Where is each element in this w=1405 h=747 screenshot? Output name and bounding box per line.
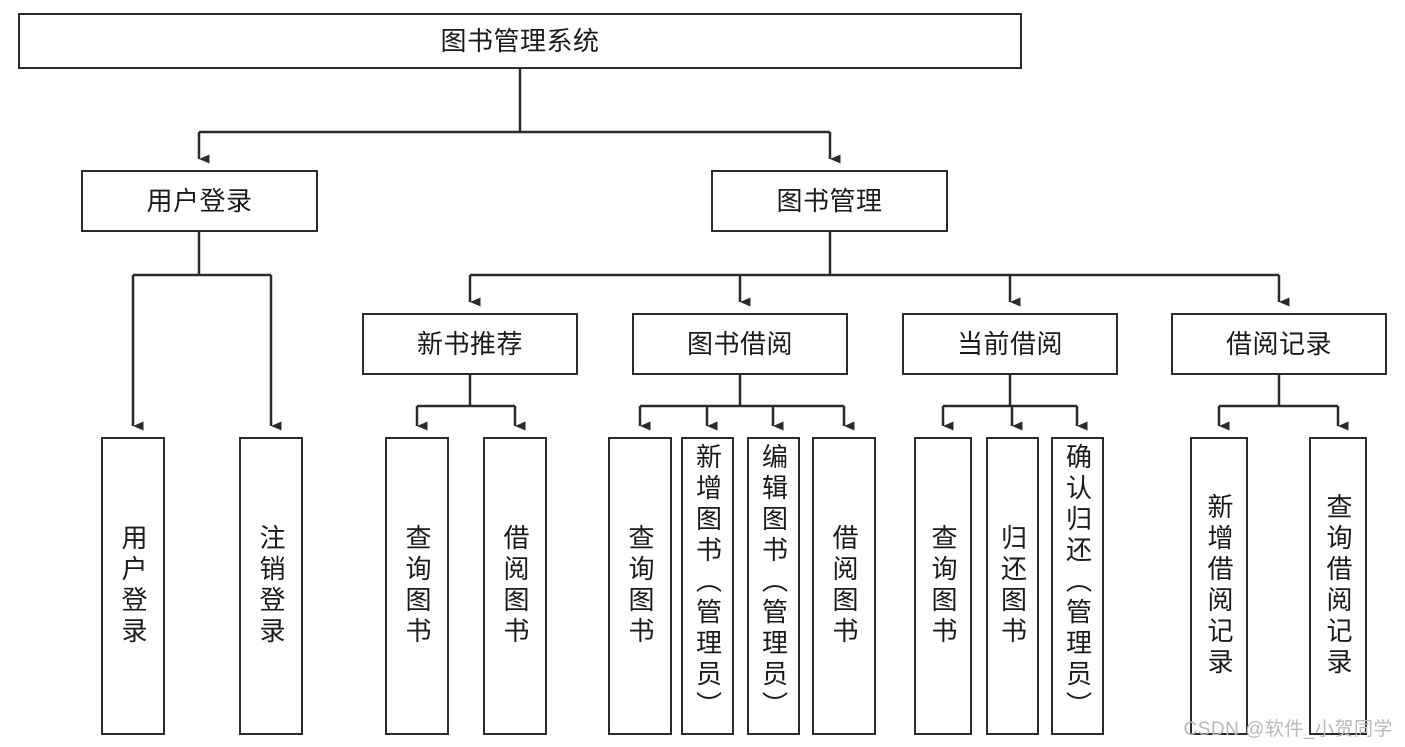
node-label-leaf-confirm-return-admin: 确认归还（管理员） [1062,443,1093,722]
node-book-borrow[interactable]: 图书借阅 [632,313,848,375]
node-user-login[interactable]: 用户登录 [81,170,318,232]
node-leaf-user-login[interactable]: 用户登录 [101,437,165,735]
node-leaf-query-book-borrow[interactable]: 查询图书 [608,437,672,735]
node-label-leaf-add-book-admin: 新增图书（管理员） [692,443,723,722]
node-label-leaf-logout: 注销登录 [256,524,286,648]
node-leaf-add-borrow-record[interactable]: 新增借阅记录 [1190,437,1248,735]
node-leaf-query-book-current[interactable]: 查询图书 [914,437,972,735]
node-leaf-borrow-book[interactable]: 借阅图书 [812,437,876,735]
node-label-leaf-query-borrow-record: 查询借阅记录 [1323,493,1353,679]
node-leaf-query-book-recommend[interactable]: 查询图书 [385,437,449,735]
node-label-book-management: 图书管理 [776,185,883,216]
node-label-root: 图书管理系统 [440,25,600,56]
node-current-borrow[interactable]: 当前借阅 [902,313,1118,375]
node-leaf-confirm-return-admin[interactable]: 确认归还（管理员） [1051,437,1104,735]
node-label-book-borrow: 图书借阅 [686,328,793,359]
node-label-leaf-borrow-book-recommend: 借阅图书 [500,524,530,648]
node-leaf-logout[interactable]: 注销登录 [239,437,303,735]
node-label-leaf-return-book: 归还图书 [997,524,1028,648]
node-label-new-book-recommend: 新书推荐 [416,328,523,359]
node-label-user-login: 用户登录 [146,185,253,216]
node-book-management[interactable]: 图书管理 [711,170,948,232]
node-label-leaf-query-book-recommend: 查询图书 [402,524,432,648]
node-leaf-query-borrow-record[interactable]: 查询借阅记录 [1309,437,1367,735]
node-leaf-edit-book-admin[interactable]: 编辑图书（管理员） [747,437,800,735]
node-leaf-return-book[interactable]: 归还图书 [986,437,1039,735]
node-label-leaf-add-borrow-record: 新增借阅记录 [1204,493,1234,679]
node-label-borrow-record: 借阅记录 [1225,328,1332,359]
node-label-leaf-edit-book-admin: 编辑图书（管理员） [758,443,789,722]
node-new-book-recommend[interactable]: 新书推荐 [362,313,578,375]
node-label-leaf-borrow-book: 借阅图书 [829,524,859,648]
node-label-leaf-user-login: 用户登录 [118,524,148,648]
node-label-leaf-query-book-borrow: 查询图书 [625,524,655,648]
node-root[interactable]: 图书管理系统 [18,13,1022,69]
node-leaf-add-book-admin[interactable]: 新增图书（管理员） [681,437,734,735]
node-leaf-borrow-book-recommend[interactable]: 借阅图书 [483,437,547,735]
node-label-current-borrow: 当前借阅 [956,328,1063,359]
node-borrow-record[interactable]: 借阅记录 [1171,313,1387,375]
node-label-leaf-query-book-current: 查询图书 [928,524,958,648]
